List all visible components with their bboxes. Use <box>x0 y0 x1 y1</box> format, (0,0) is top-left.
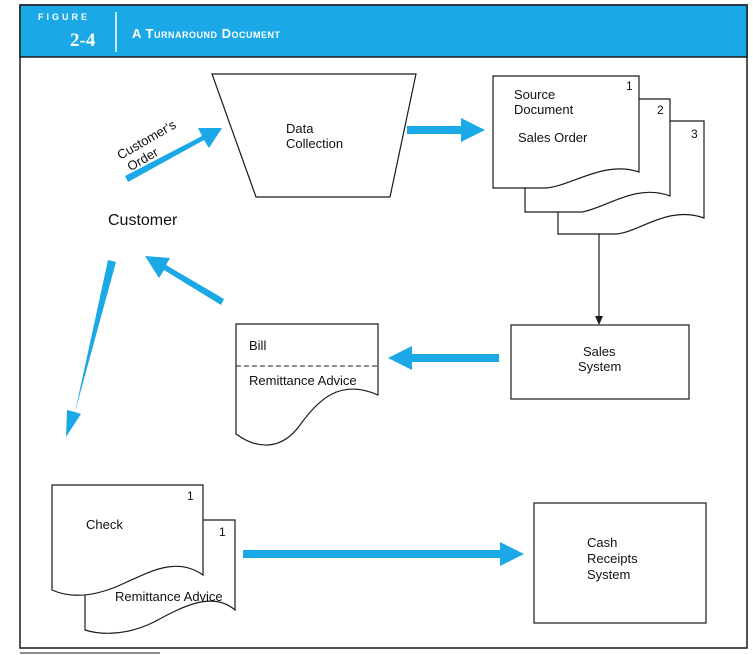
sales-system-box <box>510 324 690 400</box>
sales-system-label-2: System <box>578 359 621 374</box>
customer-to-check-arrow <box>66 260 116 437</box>
data-collection-shape <box>211 73 417 198</box>
bill-to-customer-arrow <box>145 256 224 305</box>
data-collection-to-sales-order-arrow <box>407 118 485 142</box>
source-document-label-1: Source <box>514 87 555 102</box>
customer-label: Customer <box>108 212 178 229</box>
bill-label: Bill <box>249 338 266 353</box>
sales-system-label-1: Sales <box>583 344 616 359</box>
sales-system-to-bill-arrow <box>388 346 499 370</box>
data-collection-label-1: Data <box>286 121 314 136</box>
figure-header-band <box>19 4 748 58</box>
remittance-advice-2-label: Remittance Advice <box>115 589 223 604</box>
sales-order-copy-1 <box>492 75 640 189</box>
data-collection-label-2: Collection <box>286 136 343 151</box>
sales-order-copy-number-2: 2 <box>657 103 664 117</box>
check-document-shape <box>51 484 204 596</box>
check-copy-number: 1 <box>187 489 194 503</box>
remittance-copy-number: 1 <box>219 525 226 539</box>
figure-title: A Turnaround Document <box>132 26 280 41</box>
cash-receipts-label-3: System <box>587 567 630 582</box>
order-to-data-collection-arrow <box>125 128 222 182</box>
check-label: Check <box>86 517 123 532</box>
check-to-cash-receipts-arrow <box>243 542 524 566</box>
sales-order-copy-number-3: 3 <box>691 127 698 141</box>
sales-order-copy-number-1: 1 <box>626 79 633 93</box>
sales-order-to-sales-system-arrowhead <box>595 316 603 325</box>
figure-number: 2-4 <box>70 30 96 51</box>
cash-receipts-label-2: Receipts <box>587 551 638 566</box>
bill-document-shape <box>235 323 379 446</box>
remittance-advice-label: Remittance Advice <box>249 373 357 388</box>
figure-word: FIGURE <box>38 12 90 22</box>
cash-receipts-system-box <box>533 502 707 624</box>
source-document-label-2: Document <box>514 102 574 117</box>
cash-receipts-label-1: Cash <box>587 535 617 550</box>
sales-order-label: Sales Order <box>518 130 588 145</box>
